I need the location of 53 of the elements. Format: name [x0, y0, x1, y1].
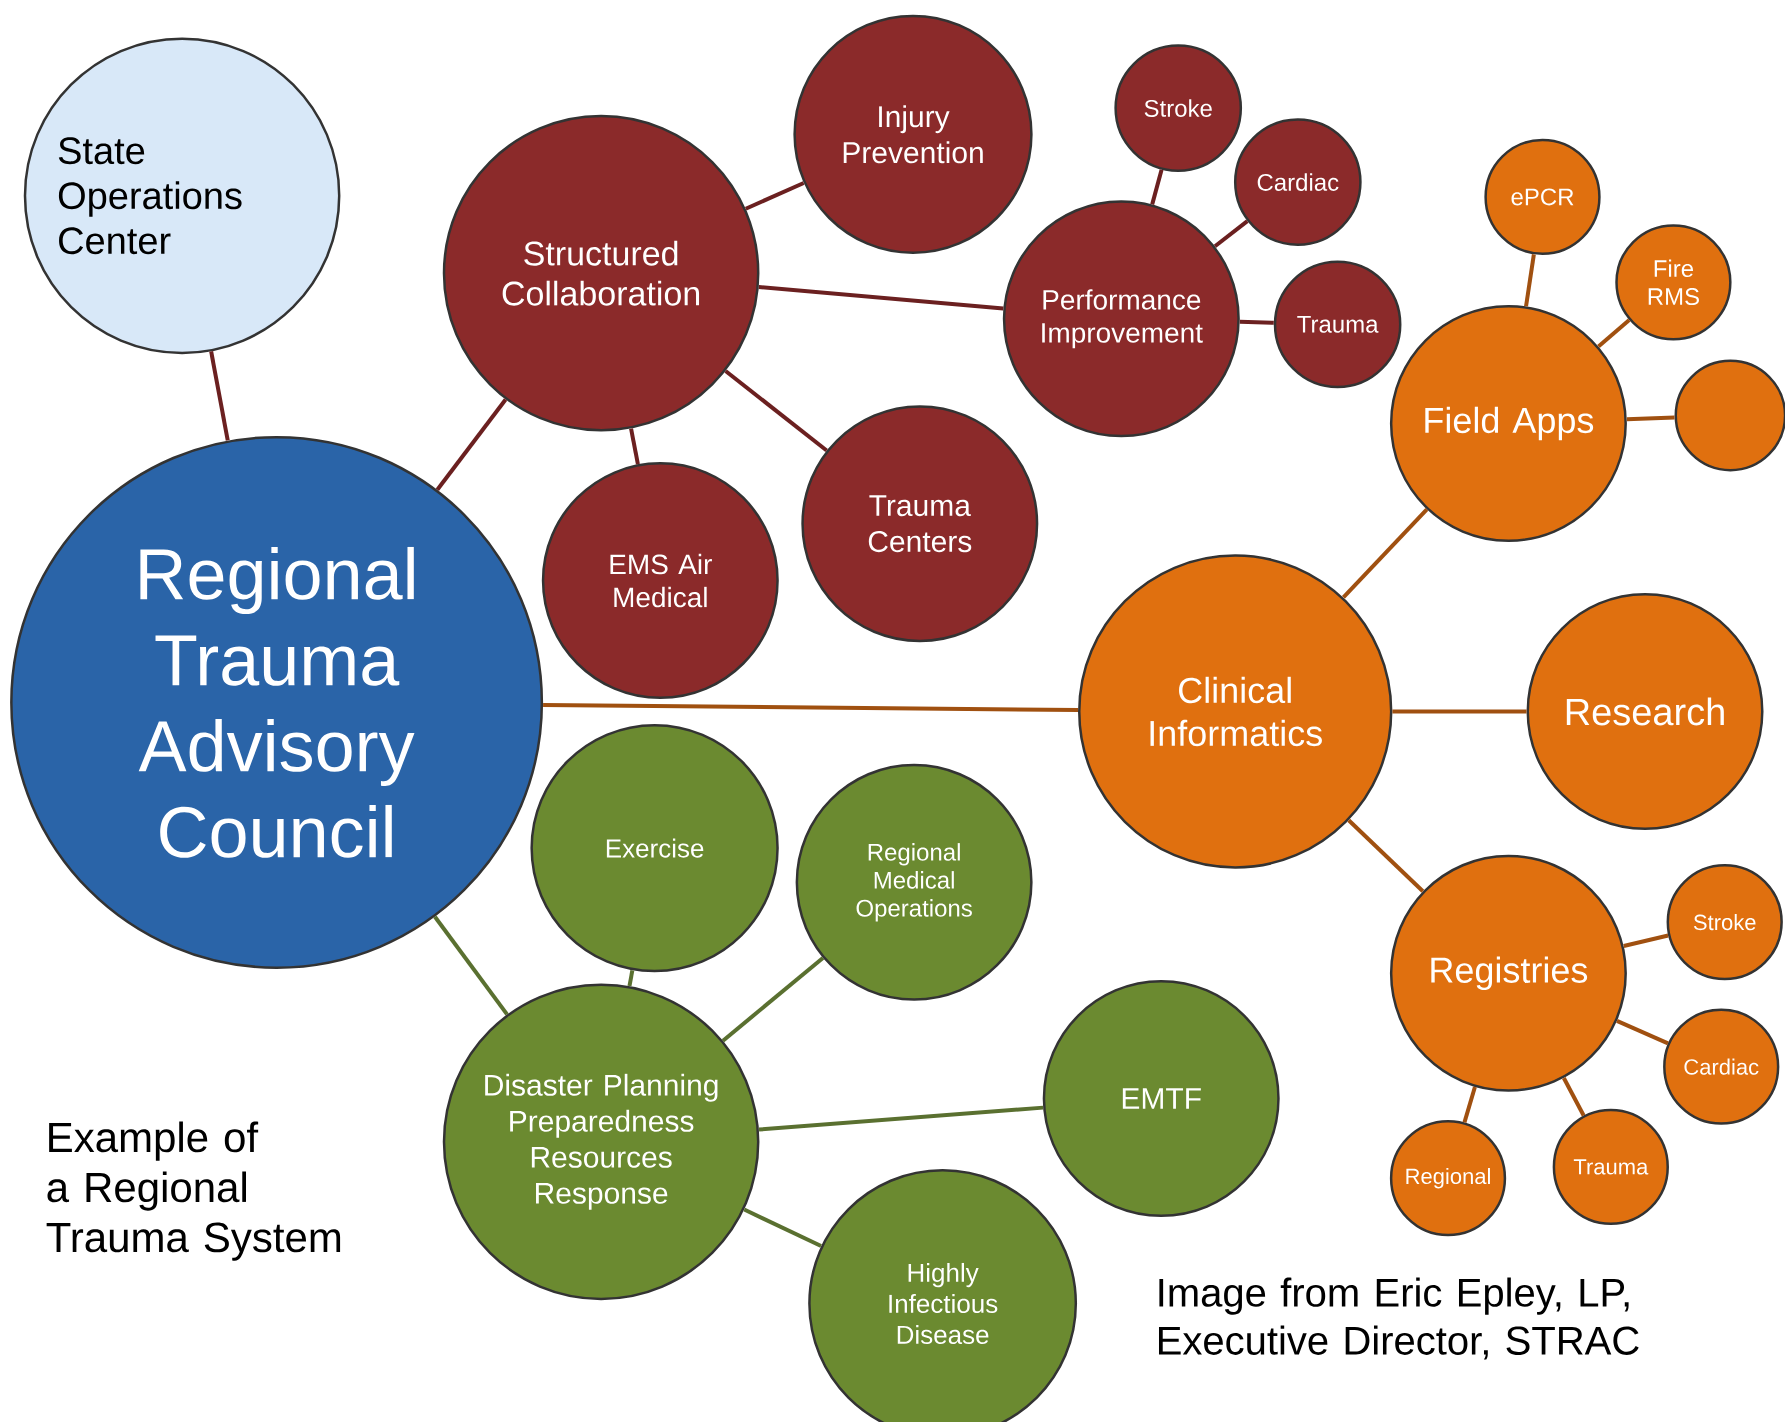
connector-line [724, 369, 828, 453]
connector-line [433, 915, 509, 1016]
bubble: Trauma [1273, 260, 1402, 389]
connector-line [721, 956, 825, 1043]
bubble: EMTF [1042, 980, 1280, 1217]
bubble: Regional [1389, 1120, 1507, 1237]
connector-line [1347, 818, 1425, 893]
bubble: Performance Improvement [1002, 200, 1240, 438]
bubble: Trauma Centers [801, 405, 1039, 643]
bubble: Fire RMS [1615, 224, 1732, 341]
connector-line [435, 398, 508, 491]
bubble: Stroke [1114, 44, 1243, 172]
connector-line [1213, 219, 1249, 248]
connector-line [1616, 1019, 1669, 1046]
connector-line [627, 969, 635, 987]
connector-line [758, 285, 1004, 311]
caption-text: Example of a Regional Trauma System [46, 1121, 341, 1261]
bubble: Research [1526, 593, 1764, 830]
bubble: Trauma [1552, 1108, 1669, 1226]
connector-line [629, 428, 640, 465]
connector-line [1626, 415, 1675, 422]
empty-bubble [1674, 359, 1785, 472]
bubble: State Operations Center [23, 37, 341, 355]
bubble: EMS Air Medical [541, 462, 779, 700]
connector-line [758, 1105, 1044, 1132]
bubble: Regional Trauma Advisory Council [10, 435, 544, 969]
bubble: ePCR [1484, 138, 1601, 256]
bubble: Structured Collaboration [442, 114, 760, 432]
connector-line [1562, 1077, 1586, 1117]
connector-line [1597, 318, 1631, 348]
connector-line [1341, 508, 1429, 599]
connector-line [1462, 1086, 1477, 1123]
connector-line [543, 702, 1079, 712]
connector-line [1150, 169, 1164, 205]
connector-line [1392, 709, 1527, 714]
bubble: Injury Prevention [793, 14, 1033, 254]
bubble: Exercise [530, 723, 779, 973]
connector-line [744, 181, 805, 211]
connector-line [209, 351, 230, 441]
bubble: Disaster Planning Preparedness Resources Response [442, 983, 760, 1301]
bubble: Stroke [1666, 863, 1783, 981]
bubble: Clinical Informatics [1078, 554, 1393, 869]
bubble: Cardiac [1663, 1008, 1780, 1125]
connector-line [1239, 319, 1274, 325]
bubble: Highly Infectious Disease [808, 1169, 1078, 1422]
caption-text: Image from Eric Epley, LP, Executive Director, STRAC [1159, 1277, 1639, 1360]
bubble: Cardiac [1233, 118, 1362, 246]
connector-line [743, 1207, 822, 1248]
bubble: Regional Medical Operations [795, 763, 1033, 1001]
bubble: Registries [1389, 854, 1627, 1092]
connector-line [1623, 933, 1669, 948]
connector-line [1524, 254, 1536, 307]
bubble: Field Apps [1389, 305, 1627, 542]
